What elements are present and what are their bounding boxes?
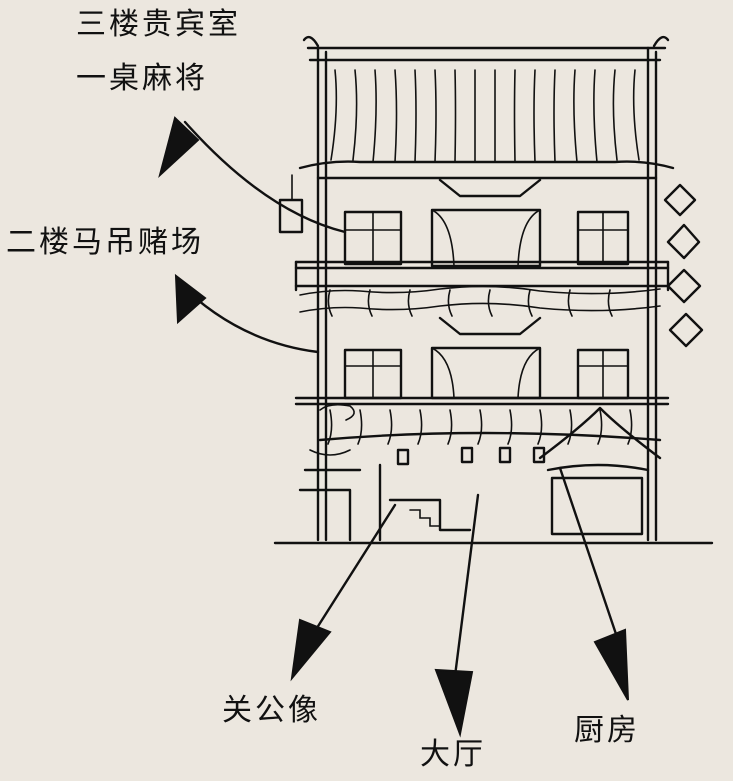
eave [298,160,675,170]
label-main-hall: 大厅 [420,737,486,772]
second-floor-railing [294,260,670,336]
kitchen-door [550,476,644,536]
second-floor-windows [343,346,630,400]
third-floor-windows [343,178,630,268]
label-third-floor-line1: 三楼贵宾室 [76,7,241,42]
ground-lanterns [396,446,546,466]
arrow-main-hall [434,493,480,738]
arrow-third-floor [158,116,347,234]
kitchen-roof [538,406,662,460]
roof-tiles [330,69,640,163]
label-second-floor: 二楼马吊赌场 [6,225,204,260]
ground-floor-eave [294,396,670,445]
arrow-second-floor [174,273,320,354]
diamond-decorations [663,183,704,348]
ground-floor-left [298,403,472,542]
label-guan-gong-statue: 关公像 [222,693,321,728]
label-kitchen: 厨房 [574,713,640,748]
label-third-floor-line2: 一桌麻将 [76,61,208,96]
arrow-kitchen [558,466,629,701]
arrow-guan-gong [290,503,397,682]
